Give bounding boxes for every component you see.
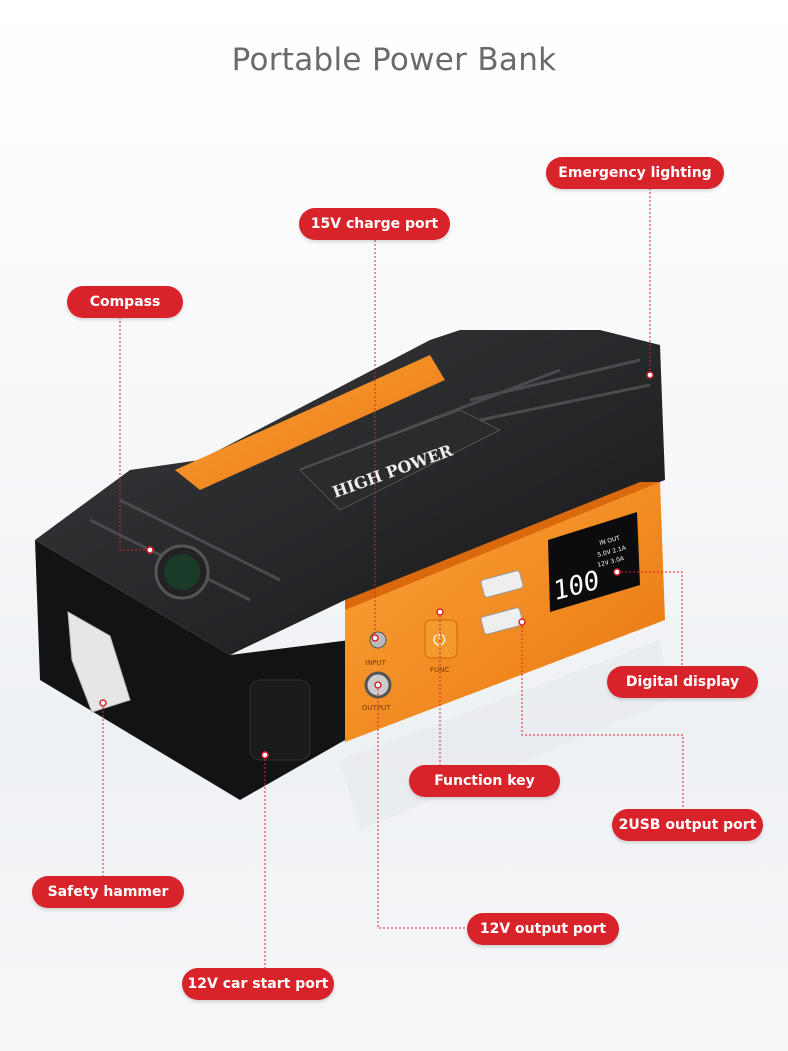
callout-dots	[99, 371, 654, 759]
callout-12v-car-start-port: 12V car start port	[182, 968, 334, 1000]
function-key-button	[424, 619, 458, 659]
callout-2usb-output-port: 2USB output port	[612, 809, 763, 841]
callout-digital-display: Digital display	[607, 666, 758, 698]
safety-hammer-tip	[67, 611, 131, 713]
input-label: INPUT	[365, 659, 387, 667]
page-title: Portable Power Bank	[231, 42, 557, 78]
callout-function-key: Function key	[409, 765, 560, 797]
car-start-port-socket	[249, 679, 311, 761]
callout-15v-charge-port: 15V charge port	[299, 208, 450, 240]
leader-lines	[102, 188, 684, 968]
callout-12v-output-port: 12V output port	[467, 913, 619, 945]
callout-emergency-lighting: Emergency lighting	[546, 157, 724, 189]
svg-text:⏻: ⏻	[433, 630, 446, 649]
digital-display-screen	[548, 512, 640, 612]
usb-port-2	[480, 607, 524, 635]
usb-port-1	[480, 570, 524, 598]
callout-compass: Compass	[67, 286, 183, 318]
callout-safety-hammer: Safety hammer	[32, 876, 184, 908]
output-label: OUTPUT	[362, 704, 391, 712]
